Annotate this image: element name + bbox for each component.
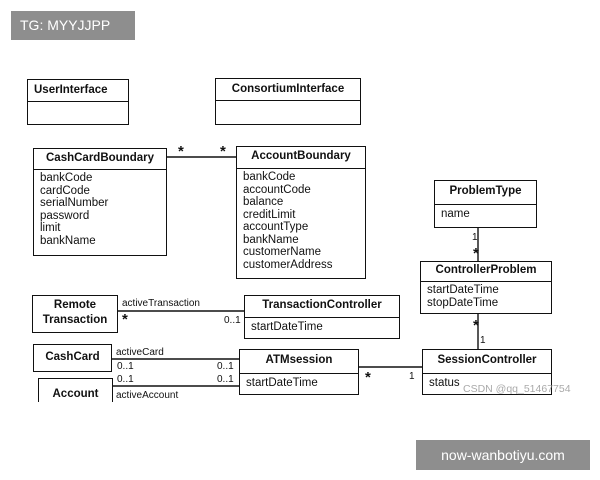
class-name: ATMsession <box>240 350 358 374</box>
class-account-boundary: AccountBoundary bankCode accountCode bal… <box>236 146 366 279</box>
class-name: CashCardBoundary <box>34 149 166 170</box>
class-user-interface: UserInterface <box>27 79 129 125</box>
class-name-line1: Remote <box>53 299 97 311</box>
multiplicity-label: 0..1 <box>217 361 234 372</box>
class-cash-card-boundary: CashCardBoundary bankCode cardCode seria… <box>33 148 167 256</box>
multiplicity-label: 1 <box>409 371 415 382</box>
attribute: cardCode <box>40 184 90 197</box>
attribute: creditLimit <box>243 208 296 221</box>
class-name-line2: Transaction <box>42 314 108 326</box>
multiplicity-label: 0..1 <box>117 374 134 385</box>
class-atm-session: ATMsession startDateTime <box>239 349 359 395</box>
attribute: accountCode <box>243 183 311 196</box>
class-name: ConsortiumInterface <box>216 79 360 101</box>
attribute: name <box>441 208 470 220</box>
attribute: status <box>429 377 460 389</box>
attribute: bankName <box>40 234 96 247</box>
attribute: startDateTime <box>246 377 318 389</box>
role-label: activeAccount <box>116 390 179 401</box>
attribute: stopDateTime <box>427 296 499 309</box>
multiplicity-label: * <box>178 143 184 160</box>
attribute: accountType <box>243 221 309 233</box>
class-consortium-interface: ConsortiumInterface <box>215 78 361 125</box>
attribute: startDateTime <box>251 321 323 333</box>
multiplicity-label: 0..1 <box>117 361 134 372</box>
attribute: bankCode <box>243 171 296 183</box>
attribute: balance <box>243 196 284 208</box>
class-name: CashCard <box>45 351 100 363</box>
attribute: limit <box>40 222 61 234</box>
class-name: Account <box>52 388 99 400</box>
role-label: activeTransaction <box>122 298 200 309</box>
class-session-controller: SessionController status <box>422 349 552 395</box>
class-remote-transaction: Remote Transaction <box>32 295 118 333</box>
attribute: customerAddress <box>243 258 333 271</box>
class-name: UserInterface <box>28 80 128 102</box>
class-controller-problem: ControllerProblem startDateTime stopDate… <box>420 261 552 314</box>
attribute: bankName <box>243 233 299 246</box>
class-name: TransactionController <box>245 296 399 318</box>
role-label: activeCard <box>116 347 164 358</box>
multiplicity-label: * <box>122 311 128 328</box>
multiplicity-label: * <box>365 369 371 386</box>
class-name: AccountBoundary <box>237 147 365 169</box>
class-problem-type: ProblemType name <box>434 180 537 228</box>
multiplicity-label: 1 <box>480 335 486 346</box>
attribute-list: name <box>435 205 536 223</box>
class-name: ProblemType <box>435 181 536 205</box>
multiplicity-label: * <box>473 245 479 262</box>
attribute-list: startDateTime <box>240 374 358 392</box>
attribute: password <box>40 209 90 222</box>
multiplicity-label: * <box>220 143 226 160</box>
attribute-list: bankCode cardCode serialNumber password … <box>34 170 166 249</box>
class-name: ControllerProblem <box>421 262 551 282</box>
attribute-list: startDateTime <box>245 318 399 336</box>
attribute-list: bankCode accountCode balance creditLimit… <box>237 169 365 273</box>
attribute: bankCode <box>40 172 93 184</box>
class-transaction-controller: TransactionController startDateTime <box>244 295 400 339</box>
site-badge: now-wanbotiyu.com <box>416 440 590 470</box>
class-account: Account <box>38 378 113 402</box>
tg-badge: TG: MYYJJPP <box>11 11 135 40</box>
attribute-list: startDateTime stopDateTime <box>421 282 551 311</box>
multiplicity-label: 0..1 <box>224 315 241 326</box>
attribute-list: status <box>423 374 551 392</box>
multiplicity-label: 0..1 <box>217 374 234 385</box>
attribute: customerName <box>243 246 321 258</box>
csdn-watermark: CSDN @qq_51467754 <box>463 383 571 395</box>
attribute: serialNumber <box>40 197 109 209</box>
attribute: startDateTime <box>427 284 499 296</box>
multiplicity-label: * <box>473 317 479 334</box>
class-name: SessionController <box>423 350 551 374</box>
multiplicity-label: 1 <box>472 232 478 243</box>
class-cash-card: CashCard <box>33 344 112 372</box>
